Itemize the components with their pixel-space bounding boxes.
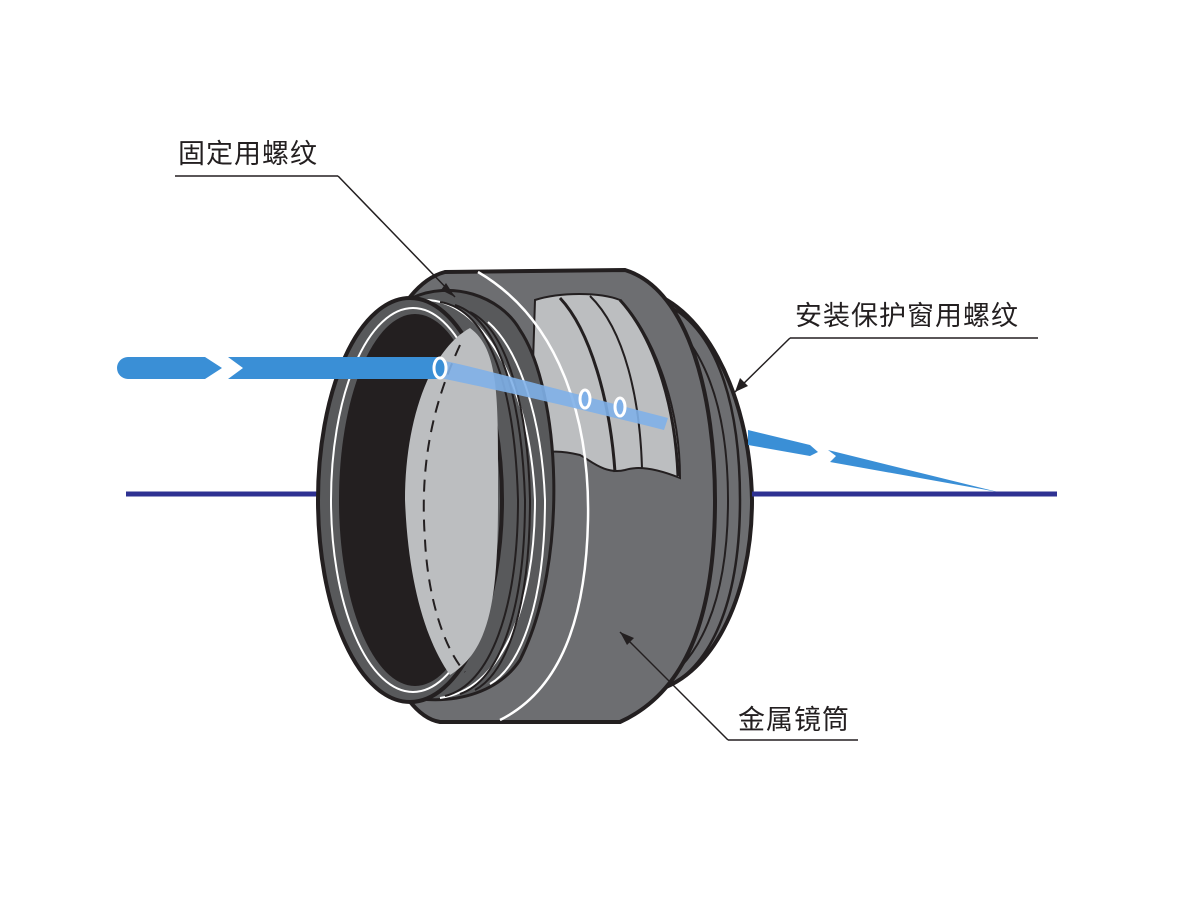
leader-fixing-thread: [175, 175, 456, 298]
front-lens: [405, 328, 499, 675]
leader-metal-barrel: [619, 631, 858, 741]
label-fixing-thread: 固定用螺纹: [178, 139, 318, 170]
body-window: [528, 293, 682, 480]
label-window-thread: 安装保护窗用螺纹: [795, 301, 1019, 332]
body-highlight: [477, 270, 590, 722]
light-beam-out: [748, 430, 998, 492]
leader-window-thread: [734, 337, 1038, 393]
lens-dashed-edge: [422, 344, 466, 673]
light-beam-in: [117, 356, 668, 430]
label-metal-barrel: 金属镜筒: [738, 705, 850, 736]
front-rim: [316, 296, 504, 704]
